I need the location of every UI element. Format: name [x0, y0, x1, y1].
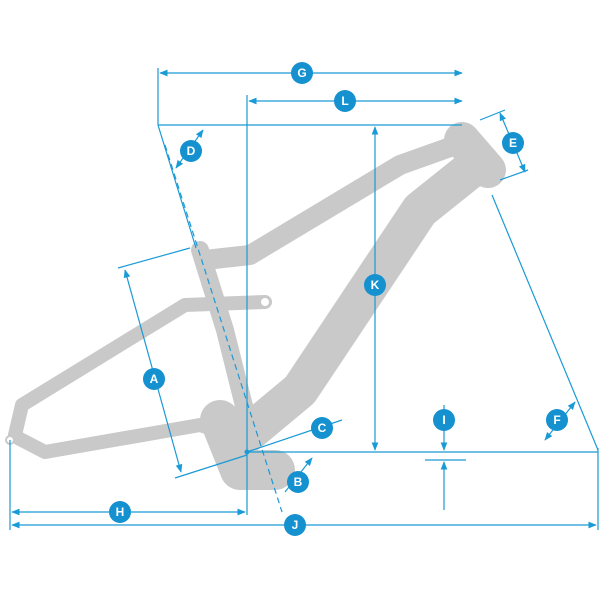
label-a: A — [150, 372, 159, 386]
badge-g: G — [291, 62, 313, 84]
badge-d: D — [180, 140, 202, 162]
badge-l: L — [334, 90, 356, 112]
label-b: B — [294, 475, 303, 489]
seat-stay — [8, 295, 272, 442]
down-tube — [221, 151, 489, 459]
badge-a: A — [143, 368, 165, 390]
label-f: F — [553, 413, 560, 427]
label-e: E — [509, 136, 517, 150]
badge-b: B — [287, 471, 309, 493]
label-j: J — [292, 518, 299, 532]
badge-h: H — [109, 501, 131, 523]
motor-housing — [200, 400, 295, 490]
label-k: K — [371, 278, 380, 292]
bike-frame — [5, 122, 506, 490]
bottom-bracket-point — [244, 449, 250, 455]
badge-e: E — [502, 132, 524, 154]
label-g: G — [297, 66, 306, 80]
top-tube — [195, 130, 480, 270]
badge-i: I — [433, 409, 455, 431]
label-l: L — [341, 94, 348, 108]
badge-f: F — [546, 409, 568, 431]
shock-mount — [261, 298, 269, 306]
label-h: H — [116, 505, 125, 519]
label-d: D — [187, 144, 196, 158]
badge-k: K — [364, 274, 386, 296]
badge-c: C — [311, 417, 333, 439]
seat-tube — [191, 241, 254, 419]
chain-stay — [11, 418, 222, 459]
badge-j: J — [284, 514, 306, 536]
label-i: I — [442, 413, 445, 427]
head-tube — [444, 122, 506, 188]
label-c: C — [318, 421, 327, 435]
